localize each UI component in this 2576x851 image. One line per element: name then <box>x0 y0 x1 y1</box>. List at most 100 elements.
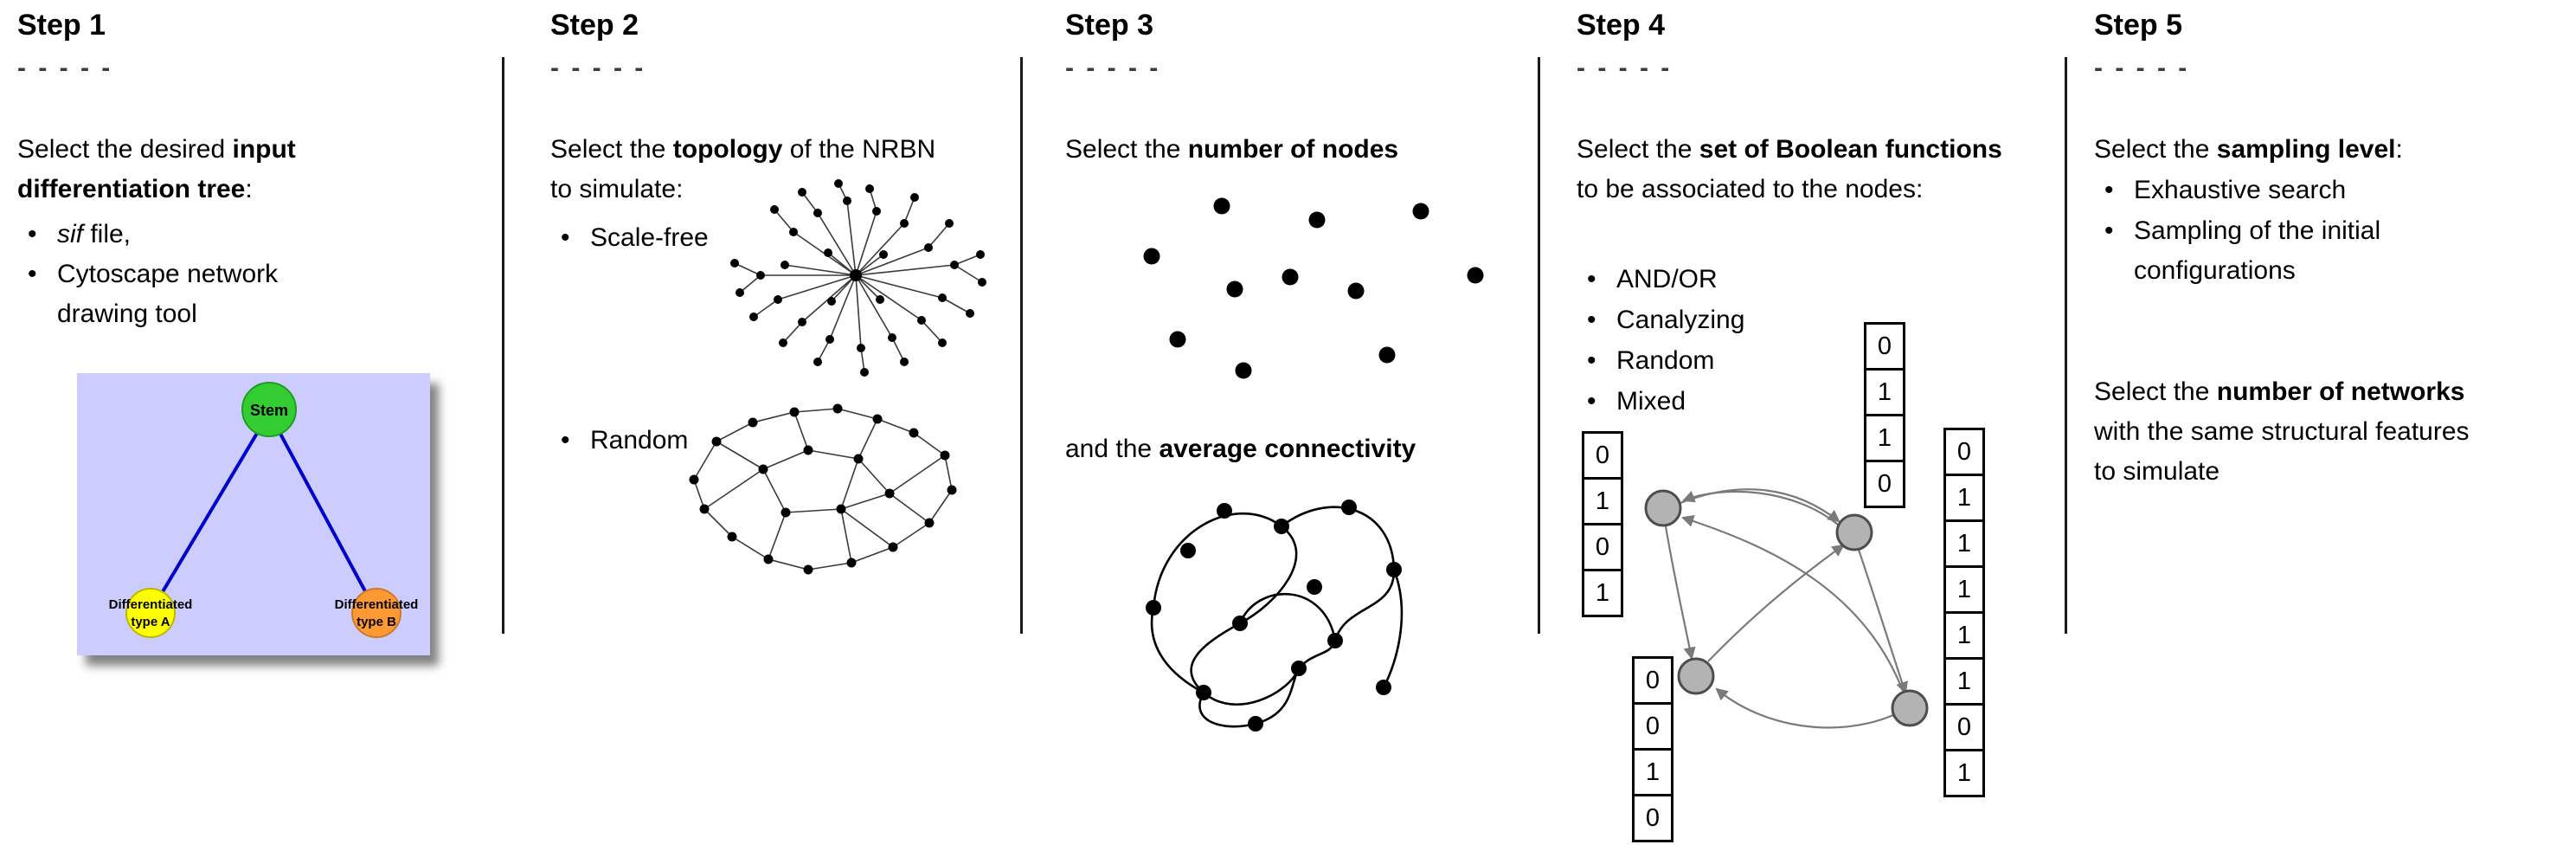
step-5-title: Step 5 <box>2094 9 2183 42</box>
step-1-intro-bold: input differentiation tree <box>17 135 296 203</box>
mixed-label: Mixed <box>1616 387 1686 416</box>
cytoscape-line1: Cytoscape network <box>57 260 279 288</box>
step-5-intro-post: : <box>2395 135 2403 164</box>
truth-table-cell: 1 <box>1943 657 1985 706</box>
type-a-label-line1: Differentiated <box>109 597 193 612</box>
truth-table-cell: 1 <box>1943 749 1985 797</box>
bullet-icon: • <box>2104 216 2114 245</box>
bullet-icon: • <box>1587 306 1596 334</box>
column-divider-3 <box>1538 57 1540 634</box>
random-label: Random <box>590 426 689 455</box>
boolean-network-figure: 0 1 0 1 0 1 1 0 0 0 1 0 0 1 1 1 1 1 0 1 <box>1577 319 1996 851</box>
truth-table-cell: 0 <box>1864 322 1905 371</box>
step-2-intro-bold: topology <box>672 135 783 164</box>
step-5-para2-pre: Select the <box>2094 377 2217 406</box>
scale-free-edges <box>734 183 983 373</box>
step-3-column: Step 3 - - - - - Select the number of no… <box>1065 0 1537 851</box>
step-3-intro: Select the number of nodes <box>1065 130 1537 170</box>
step-4-dashes: - - - - - <box>1577 54 1673 82</box>
truth-table-cell: 1 <box>1864 368 1905 416</box>
step-3-title: Step 3 <box>1065 9 1154 42</box>
boolean-network-svg <box>1644 488 1929 729</box>
truth-table-cell: 1 <box>1943 474 1985 522</box>
and-or-label: AND/OR <box>1616 265 1718 293</box>
step-4-intro-bold: set of Boolean functions <box>1699 135 2002 164</box>
step-4-intro-pre: Select the <box>1577 135 1699 164</box>
truth-table-cell: 0 <box>1864 460 1905 508</box>
column-divider-4 <box>2065 57 2067 634</box>
sif-italic: sif <box>57 220 83 248</box>
boolean-network-nodes <box>1644 489 1929 727</box>
differentiation-tree-figure: Stem Differentiated type A Differentiate… <box>77 373 430 655</box>
type-a-label-line2: type A <box>131 615 170 629</box>
stem-node <box>241 382 297 437</box>
step-4-bullet-random: • Random <box>1577 341 1714 381</box>
column-divider-1 <box>502 57 504 634</box>
truth-table-cell: 0 <box>1582 431 1623 480</box>
bullet-icon: • <box>1587 265 1596 293</box>
tangle-nodes <box>1146 500 1402 732</box>
step-4-column: Step 4 - - - - - Select the set of Boole… <box>1577 0 2063 851</box>
truth-table-cell: 1 <box>1582 477 1623 525</box>
step-5-column: Step 5 - - - - - Select the sampling lev… <box>2094 0 2574 851</box>
type-b-label-line1: Differentiated <box>335 597 419 612</box>
step-4-bullet-mixed: • Mixed <box>1577 382 1686 422</box>
step-5-bullet-exhaustive: • Exhaustive search <box>2094 171 2346 210</box>
truth-table-cell: 0 <box>1582 523 1623 571</box>
truth-table-cell: 0 <box>1632 794 1673 842</box>
boolean-node-2 <box>1835 513 1873 551</box>
step-3-intro-bold: number of nodes <box>1187 135 1399 164</box>
scale-free-nodes <box>730 179 986 377</box>
truth-table-cell: 1 <box>1943 565 1985 614</box>
bullet-icon: • <box>561 426 570 455</box>
tree-edges <box>149 411 378 614</box>
bullet-icon: • <box>28 220 37 248</box>
step-3-dashes: - - - - - <box>1065 54 1161 82</box>
random-functions-label: Random <box>1616 346 1715 375</box>
cytoscape-line2: drawing tool <box>57 300 197 328</box>
truth-table-cell: 1 <box>1943 519 1985 568</box>
step-1-bullet-cytoscape-text: Cytoscape network drawing tool <box>57 255 278 334</box>
bullet-icon: • <box>1587 387 1596 416</box>
sampling-line1: Sampling of the initial <box>2134 216 2381 245</box>
bullet-icon: • <box>28 260 37 288</box>
step-2-dashes: - - - - - <box>550 54 646 82</box>
connectivity-tangle-figure <box>1146 500 1404 732</box>
step-2-intro-post: of the NRBN to simulate: <box>550 135 936 203</box>
step-5-intro: Select the sampling level: <box>2094 130 2544 170</box>
step-4-bullet-and-or: • AND/OR <box>1577 260 1718 300</box>
step-4-title: Step 4 <box>1577 9 1666 42</box>
truth-table-cell: 1 <box>1582 569 1623 617</box>
step-2-title: Step 2 <box>550 9 639 42</box>
step-1-intro-pre: Select the desired <box>17 135 233 164</box>
truth-table-right: 0 1 1 1 1 1 0 1 <box>1943 428 1985 797</box>
truth-table-cell: 1 <box>1632 748 1673 796</box>
step-1-column: Step 1 - - - - - Select the desired inpu… <box>17 0 491 851</box>
boolean-network-edges <box>1664 488 1908 729</box>
step-3-mid-bold: average connectivity <box>1159 435 1416 463</box>
step-2-intro-pre: Select the <box>550 135 673 164</box>
random-network-figure <box>689 403 957 575</box>
step-1-title: Step 1 <box>17 9 106 42</box>
step-5-intro-pre: Select the <box>2094 135 2217 164</box>
step-3-intro-pre: Select the <box>1065 135 1188 164</box>
step-5-dashes: - - - - - <box>2094 54 2190 82</box>
sif-rest: file, <box>83 220 132 248</box>
canalyzing-label: Canalyzing <box>1616 306 1745 334</box>
step-2-column: Step 2 - - - - - Select the topology of … <box>550 0 1022 851</box>
step-1-intro-post: : <box>245 175 253 203</box>
node-dots <box>1143 197 1484 379</box>
truth-table-cell: 0 <box>1943 703 1985 751</box>
step-1-dashes: - - - - - <box>17 54 113 82</box>
truth-table-cell: 1 <box>1943 611 1985 660</box>
step-5-networks-paragraph: Select the number of networks with the s… <box>2094 372 2492 492</box>
step-5-para2-bold: number of networks <box>2216 377 2465 406</box>
boolean-node-1 <box>1644 489 1682 527</box>
step-1-intro: Select the desired input differentiation… <box>17 130 415 210</box>
random-network-nodes <box>689 403 957 575</box>
scale-free-label: Scale-free <box>590 223 709 252</box>
differentiated-type-b-node <box>351 588 401 638</box>
step-2-bullet-scale-free: • Scale-free <box>550 218 709 258</box>
